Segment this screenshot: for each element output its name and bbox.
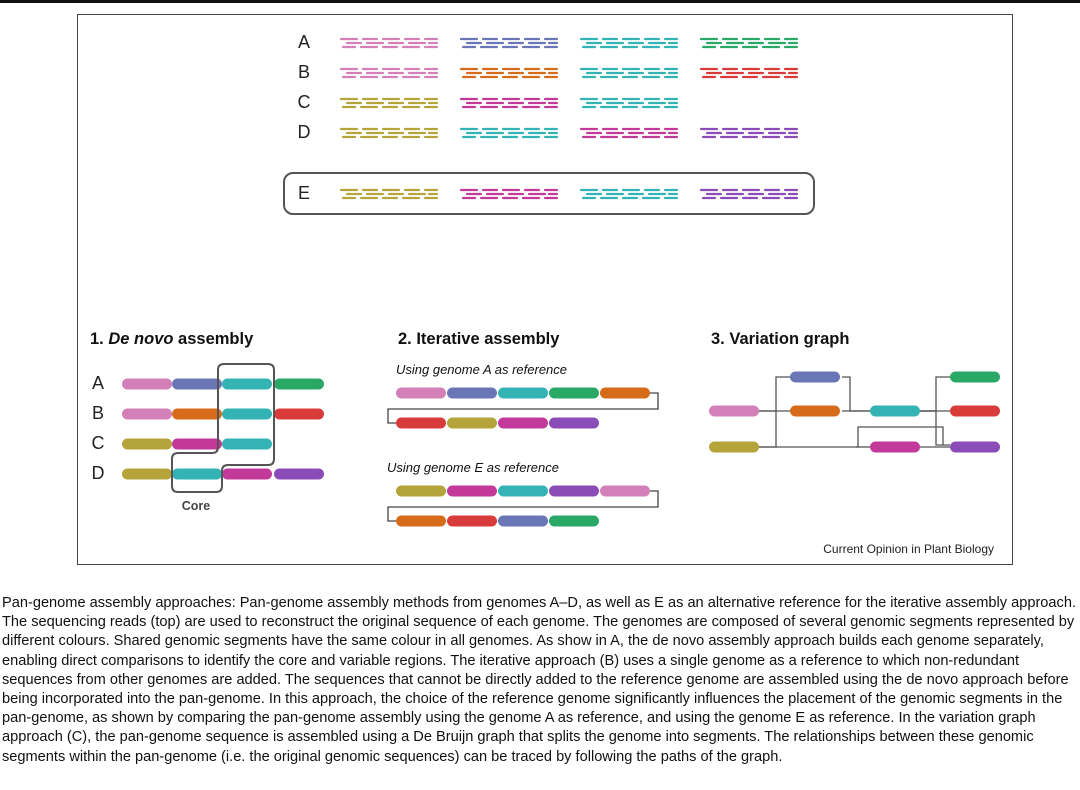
read-cluster-teal: [580, 188, 678, 200]
panel1-title: 1. De novo assembly: [90, 330, 254, 348]
graph-node-olive: [709, 441, 759, 453]
segment-teal: [222, 408, 272, 420]
read-cluster-purple: [700, 188, 798, 200]
read-cluster-blue: [460, 37, 558, 49]
read-cluster-teal: [580, 37, 678, 49]
read-cluster-teal: [580, 67, 678, 79]
read-cluster-magenta: [580, 127, 678, 139]
graph-node-teal: [870, 405, 920, 417]
segment-green: [274, 378, 324, 390]
segment-magenta: [222, 468, 272, 480]
ref-a-subtitle: Using genome A as reference: [396, 362, 567, 377]
segment-pink: [600, 485, 650, 497]
segment-red: [396, 417, 446, 429]
ref-e-connector: [387, 490, 659, 522]
segment-blue: [498, 515, 548, 527]
ref-a-connector: [387, 392, 659, 424]
graph-node-purple: [950, 441, 1000, 453]
segment-magenta: [498, 417, 548, 429]
figure-caption: Pan-genome assembly approaches: Pan-geno…: [2, 595, 1077, 765]
read-cluster-teal: [460, 127, 558, 139]
segment-green: [549, 387, 599, 399]
top-rule: [0, 0, 1080, 3]
graph-node-red: [950, 405, 1000, 417]
reads-row-label: D: [298, 122, 311, 142]
read-cluster-magenta: [460, 188, 558, 200]
segment-olive: [122, 438, 172, 450]
segment-olive: [122, 468, 172, 480]
variation-graph-panel: [709, 371, 1000, 453]
segment-magenta: [447, 485, 497, 497]
segment-pink: [122, 408, 172, 420]
iterative-assembly-panel: [396, 387, 650, 527]
panel3-title: 3. Variation graph: [711, 330, 849, 348]
read-cluster-olive: [340, 127, 438, 139]
segment-teal: [222, 378, 272, 390]
segment-magenta: [172, 438, 222, 450]
reads-row-label: C: [298, 92, 311, 112]
graph-node-green: [950, 371, 1000, 383]
segment-blue: [447, 387, 497, 399]
panel2-title: 2. Iterative assembly: [398, 330, 560, 348]
segment-purple: [549, 485, 599, 497]
segment-red: [447, 515, 497, 527]
segment-red: [274, 408, 324, 420]
reads-row-label: B: [298, 62, 310, 82]
reads-row-label: A: [298, 32, 310, 52]
reference-genome-e-box: [283, 172, 815, 215]
segment-teal: [172, 468, 222, 480]
segment-pink: [396, 387, 446, 399]
variation-graph-edges: [758, 376, 950, 448]
read-cluster-green: [700, 37, 798, 49]
graph-node-orange: [790, 405, 840, 417]
segment-orange: [396, 515, 446, 527]
panel1-row-label: C: [92, 433, 105, 453]
segment-teal: [222, 438, 272, 450]
read-cluster-olive: [340, 97, 438, 109]
graph-node-pink: [709, 405, 759, 417]
core-region-outline: [171, 363, 275, 493]
segment-orange: [172, 408, 222, 420]
graph-node-blue: [790, 371, 840, 383]
journal-credit: Current Opinion in Plant Biology: [823, 542, 994, 556]
read-cluster-pink: [340, 37, 438, 49]
segment-olive: [396, 485, 446, 497]
read-cluster-red: [700, 67, 798, 79]
segment-purple: [549, 417, 599, 429]
read-cluster-orange: [460, 67, 558, 79]
reads-row-label-e: E: [298, 183, 310, 203]
segment-orange: [600, 387, 650, 399]
panel1-row-label: D: [92, 463, 105, 483]
read-cluster-pink: [340, 67, 438, 79]
segment-teal: [498, 387, 548, 399]
panel1-row-label: B: [92, 403, 104, 423]
segment-blue: [172, 378, 222, 390]
core-label: Core: [182, 499, 211, 513]
read-cluster-magenta: [460, 97, 558, 109]
segment-pink: [122, 378, 172, 390]
segment-teal: [498, 485, 548, 497]
read-cluster-teal: [580, 97, 678, 109]
segment-purple: [274, 468, 324, 480]
read-cluster-olive: [340, 188, 438, 200]
read-cluster-purple: [700, 127, 798, 139]
graph-node-magenta: [870, 441, 920, 453]
panel1-row-label: A: [92, 373, 104, 393]
ref-e-subtitle: Using genome E as reference: [387, 460, 559, 475]
segment-green: [549, 515, 599, 527]
segment-olive: [447, 417, 497, 429]
